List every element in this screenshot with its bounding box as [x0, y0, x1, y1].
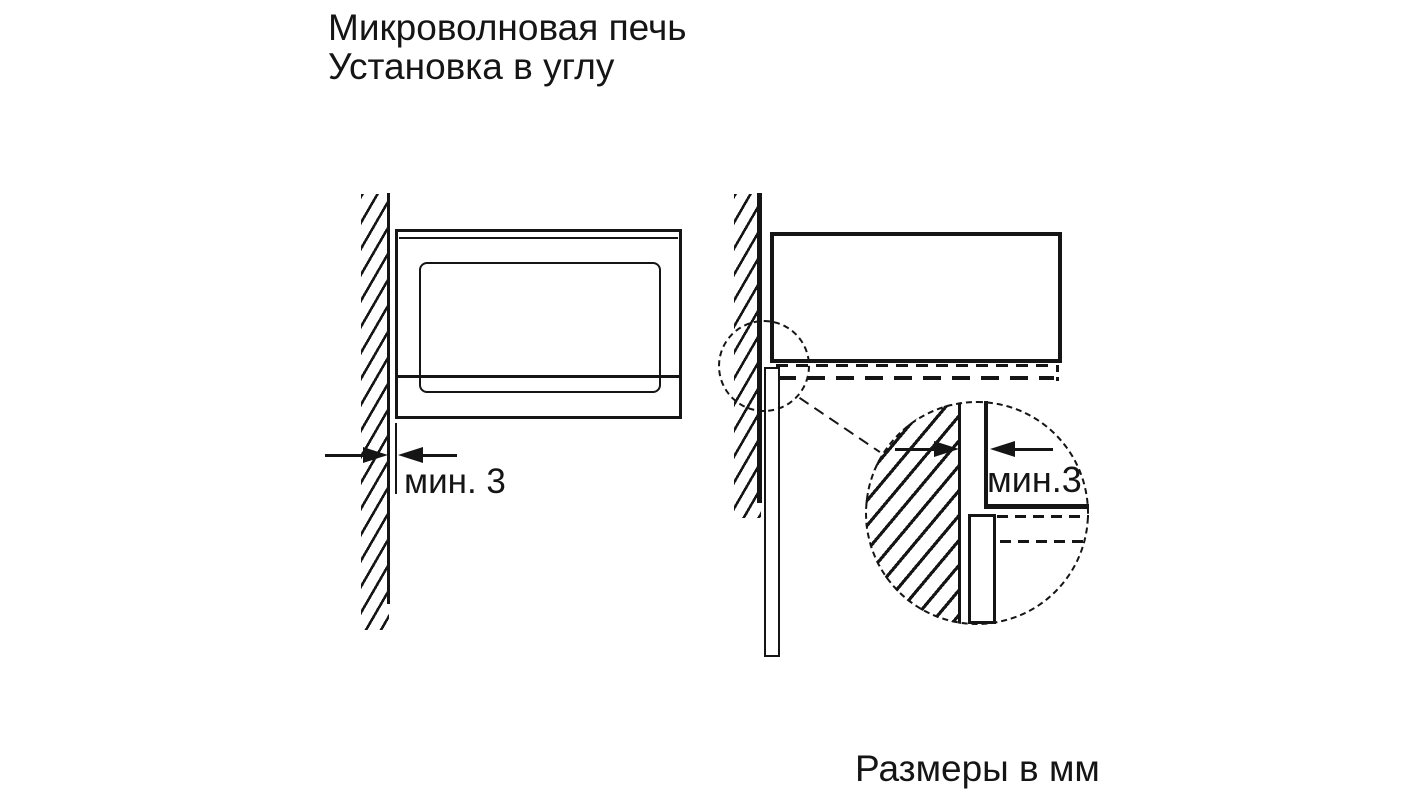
detail-wall-edge-line: [958, 401, 962, 625]
page-title-line1: Микроволновая печь: [328, 7, 687, 48]
microwave-bottom-trim-line: [398, 375, 679, 378]
page-title: Микроволновая печь Установка в углу: [328, 8, 687, 86]
microwave-outline: [395, 229, 682, 419]
microwave-top-trim-line: [399, 237, 678, 239]
microwave-body: [770, 232, 1062, 363]
dimension-arrow-right-tail: [422, 454, 457, 457]
wall-hatching: [361, 194, 389, 630]
front-view-dimension-label: мин. 3: [404, 462, 506, 501]
detail-cabinet-dashed-line-upper: [997, 515, 1089, 518]
units-note: Размеры в мм: [855, 748, 1100, 789]
detail-arrowhead-right-icon: [934, 441, 959, 457]
cabinet-dashed-line-upper: [776, 364, 1053, 367]
corner-view-dimension-label: мин.3: [987, 459, 1082, 500]
dimension-extension-line: [395, 423, 397, 494]
detail-arrowhead-left-icon: [990, 441, 1015, 457]
detail-wall-hatching: [865, 401, 960, 625]
detail-content-clip: [865, 401, 1089, 625]
dimension-arrow-left-tail: [325, 454, 365, 457]
microwave-door-glass: [419, 262, 661, 393]
wall-edge-line: [387, 193, 390, 604]
detail-arrow-right-tail: [1013, 448, 1053, 451]
detail-side-panel-strip: [968, 514, 996, 624]
cabinet-dashed-line-lower: [778, 376, 1054, 380]
cabinet-dashed-corner: [1056, 365, 1059, 381]
dimension-arrowhead-right-icon: [363, 447, 388, 463]
detail-appliance-side-line: [984, 401, 988, 508]
detail-appliance-bottom-line: [984, 504, 1089, 509]
dimension-arrowhead-left-icon: [398, 447, 423, 463]
detail-arrow-left-tail: [895, 448, 937, 451]
page-title-line2: Установка в углу: [328, 46, 615, 87]
detail-cabinet-dashed-line-lower: [1000, 540, 1086, 543]
detail-marker-circle: [718, 320, 810, 412]
